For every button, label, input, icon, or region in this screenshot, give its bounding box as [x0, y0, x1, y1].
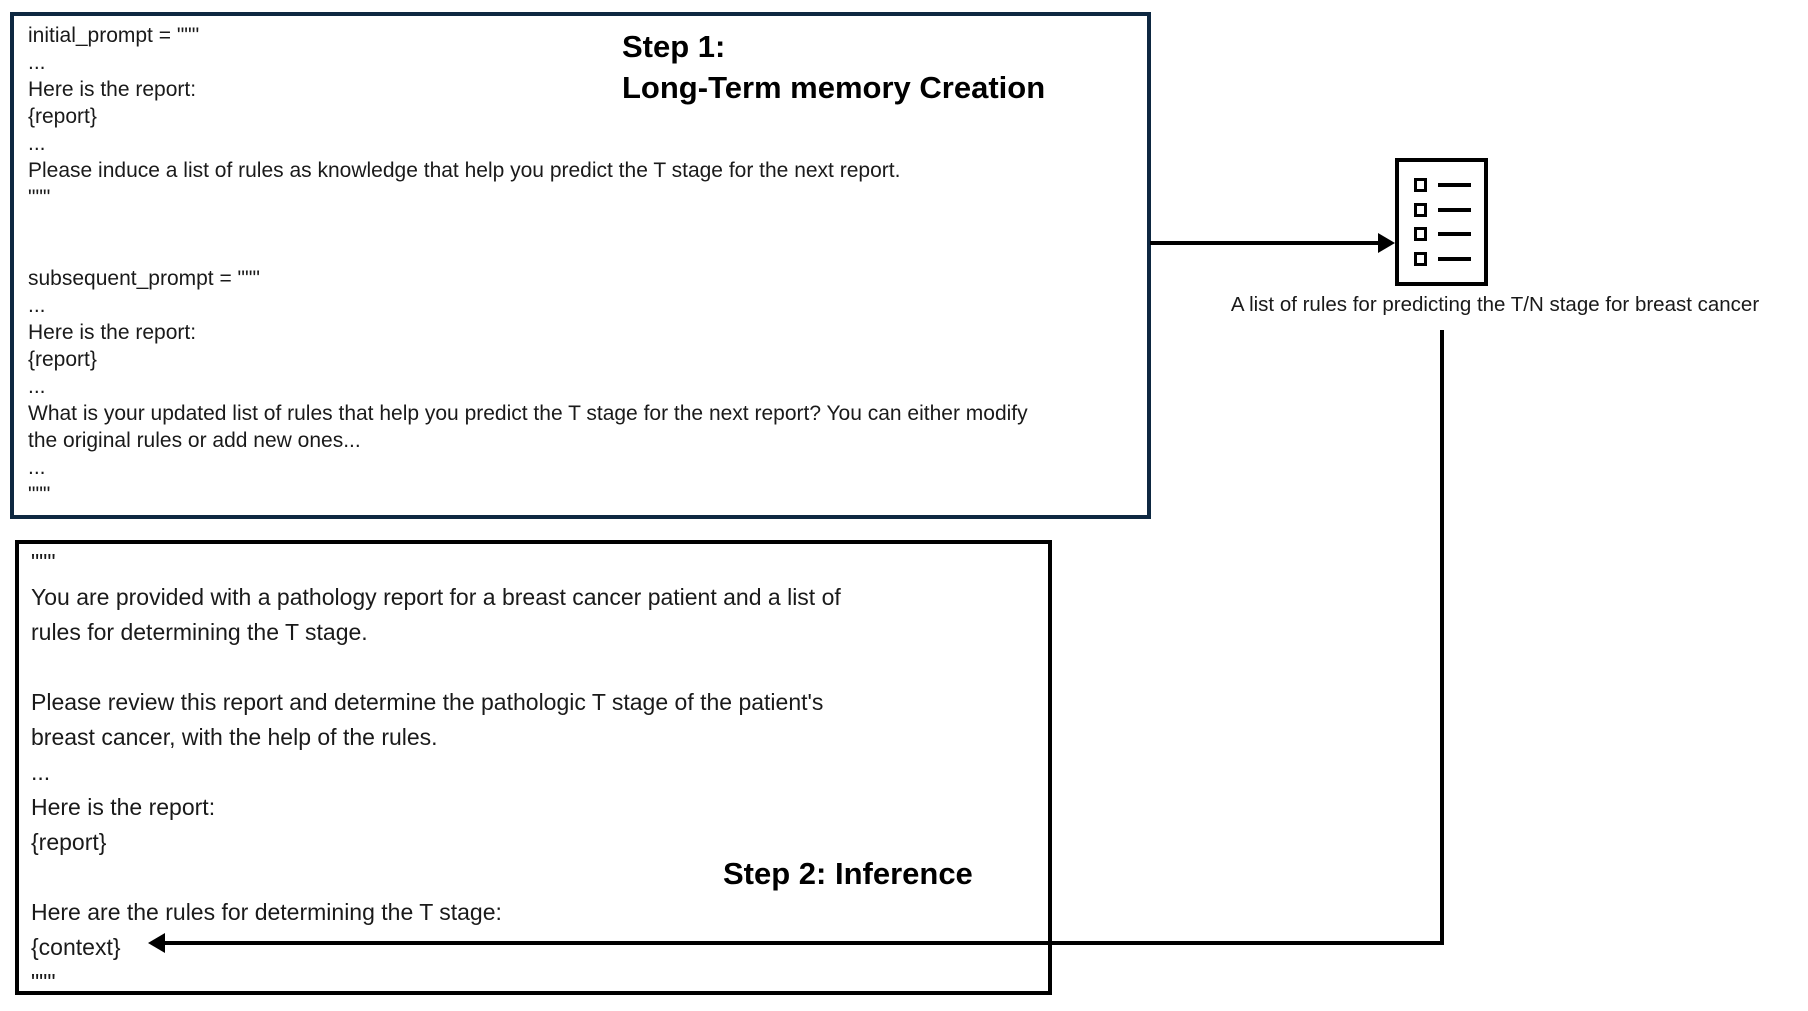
checklist-row: [1414, 227, 1471, 242]
arrow-step1-to-memory: [1150, 241, 1380, 245]
checklist-row: [1414, 178, 1471, 192]
list-line-glyph: [1437, 207, 1471, 212]
step1-title: Step 1: Long-Term memory Creation: [622, 29, 1046, 105]
step2-prompt-box: """ You are provided with a pathology re…: [15, 540, 1052, 995]
arrow-step1-to-memory-head: [1378, 233, 1395, 253]
checkbox-glyph: [1414, 251, 1427, 266]
connector-vertical-line: [1440, 330, 1444, 945]
checkbox-glyph: [1414, 178, 1427, 192]
memory-caption: A list of rules for predicting the T/N s…: [1230, 293, 1760, 316]
list-line-glyph: [1437, 232, 1471, 237]
checklist-row: [1414, 251, 1471, 266]
checkbox-glyph: [1414, 202, 1427, 217]
list-line-glyph: [1437, 183, 1471, 187]
step2-title: Step 2: Inference: [723, 856, 973, 891]
checklist-row: [1414, 202, 1471, 217]
checklist-icon: [1395, 158, 1488, 286]
arrow-memory-to-context: [165, 941, 1444, 945]
arrow-memory-to-context-head: [148, 933, 165, 953]
list-line-glyph: [1437, 256, 1471, 261]
step2-prompt-code: """ You are provided with a pathology re…: [31, 549, 841, 995]
step1-prompt-box: initial_prompt = """ ... Here is the rep…: [10, 12, 1151, 519]
checkbox-glyph: [1414, 227, 1427, 242]
step1-prompt-code: initial_prompt = """ ... Here is the rep…: [28, 24, 1028, 506]
